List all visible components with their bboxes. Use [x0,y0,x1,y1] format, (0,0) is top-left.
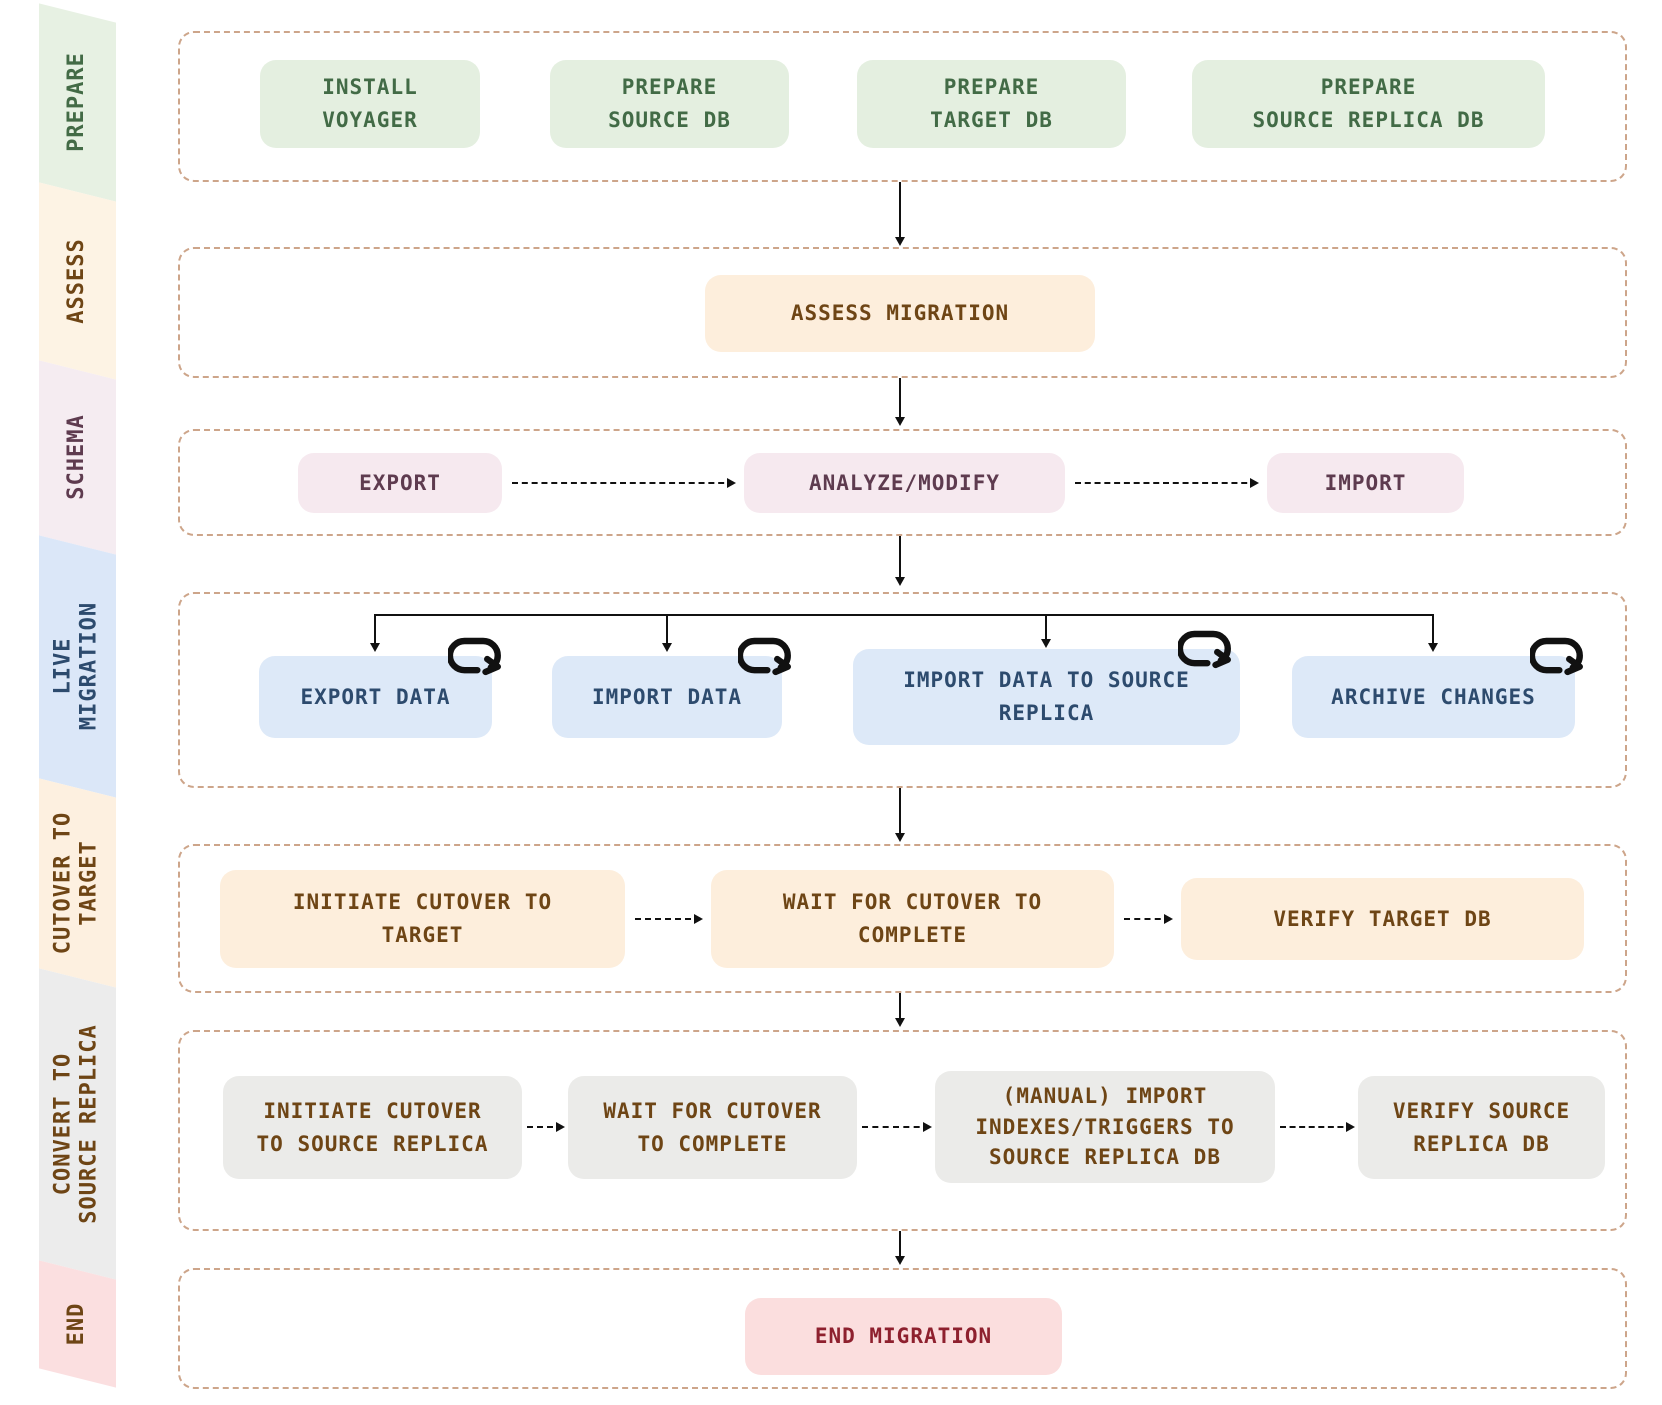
arrowhead [895,1256,905,1265]
row-frame-convert-to-source-replica [178,1030,1627,1231]
repeat-loop-icon [448,637,501,676]
dashed-arrow-initiate-to-wait [635,914,703,924]
branch-drop [1432,614,1434,644]
arrow-prepare-to-assess [899,182,901,238]
branch-drop [666,614,668,644]
phase-label-schema: SCHEMA [63,414,89,500]
row-frame-assess [178,247,1627,378]
repeat-loop-icon [1178,630,1231,669]
arrowhead [895,577,905,586]
node-import-data-to-source-replica: IMPORT DATA TO SOURCE REPLICA [853,649,1240,745]
arrow-schema-to-live-migration [899,536,901,578]
phase-label-end: END [63,1302,89,1346]
arrowhead [1428,643,1438,652]
node-prepare-target-db: PREPARE TARGET DB [857,60,1126,148]
arrowhead [1041,639,1051,648]
node-prepare-source-db: PREPARE SOURCE DB [550,60,789,148]
dashed-arrow-initiate-to-wait-replica [527,1122,565,1132]
phase-label-live-migration: LIVE MIGRATION [50,601,102,731]
node-verify-target-db: VERIFY TARGET DB [1181,878,1584,960]
node-import-schema: IMPORT [1267,453,1464,513]
dashed-arrow-wait-to-verify [1124,914,1173,924]
arrow-convert-to-end [899,1231,901,1257]
arrow-live-migration-to-cutover [899,788,901,834]
row-frame-prepare [178,31,1627,182]
node-archive-changes: ARCHIVE CHANGES [1292,656,1575,738]
row-frame-live-migration [178,592,1627,788]
node-end-migration: END MIGRATION [745,1298,1062,1375]
node-verify-source-replica-db: VERIFY SOURCE REPLICA DB [1358,1076,1605,1179]
node-install-voyager: INSTALL VOYAGER [260,60,480,148]
phase-label-assess: ASSESS [63,238,89,324]
repeat-loop-icon [738,637,791,676]
dashed-arrow-analyze-to-import [1075,478,1259,488]
node-initiate-cutover-to-target: INITIATE CUTOVER TO TARGET [220,870,625,968]
node-export-data: EXPORT DATA [259,656,492,738]
repeat-loop-icon [1530,637,1583,676]
dashed-arrow-manual-import-to-verify [1280,1122,1355,1132]
branch-drop [1045,614,1047,640]
arrowhead [370,643,380,652]
arrowhead [895,1018,905,1027]
dashed-arrow-export-to-analyze [512,478,736,488]
node-wait-for-cutover-to-complete: WAIT FOR CUTOVER TO COMPLETE [711,870,1114,968]
branch-drop [374,614,376,644]
phase-label-cutover-to-target: CUTOVER TO TARGET [50,811,102,955]
node-assess-migration: ASSESS MIGRATION [705,275,1095,352]
node-manual-import-indexes-triggers: (MANUAL) IMPORT INDEXES/TRIGGERS TO SOUR… [935,1071,1275,1183]
node-initiate-cutover-to-source-replica: INITIATE CUTOVER TO SOURCE REPLICA [223,1076,522,1179]
node-export-schema: EXPORT [298,453,502,513]
arrowhead [662,643,672,652]
arrow-assess-to-schema [899,378,901,418]
node-analyze-modify-schema: ANALYZE/MODIFY [744,453,1065,513]
node-prepare-source-replica-db: PREPARE SOURCE REPLICA DB [1192,60,1545,148]
node-wait-for-cutover-to-complete-replica: WAIT FOR CUTOVER TO COMPLETE [568,1076,857,1179]
row-frame-schema [178,429,1627,536]
row-frame-cutover-to-target [178,844,1627,993]
arrowhead [895,833,905,842]
phase-label-prepare: PREPARE [63,52,89,152]
dashed-arrow-wait-to-manual-import [862,1122,932,1132]
row-frame-end [178,1268,1627,1389]
arrow-cutover-to-convert [899,993,901,1019]
branch-line [375,614,1433,616]
arrowhead [895,237,905,246]
phase-label-convert-to-source-replica: CONVERT TO SOURCE REPLICA [50,1024,102,1224]
arrowhead [895,417,905,426]
